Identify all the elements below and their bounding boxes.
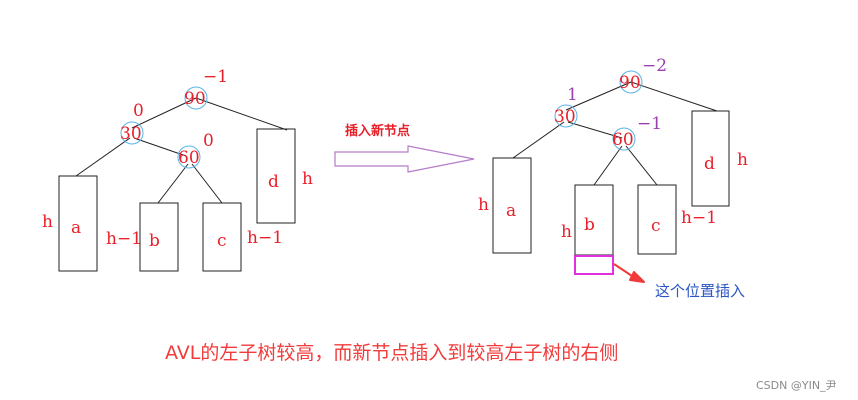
height-b-r: h xyxy=(561,222,572,242)
edge-30-60 xyxy=(133,137,187,157)
node-circle-30-r xyxy=(554,104,578,128)
node-circle-60 xyxy=(177,145,201,169)
diagram-caption: AVL的左子树较高，而新节点插入到较高左子树的右侧 xyxy=(165,342,618,364)
edge-60-c xyxy=(191,163,223,204)
height-b: h−1 xyxy=(106,229,142,249)
subtree-label-d-r: d xyxy=(704,154,715,174)
node-value-90-r: 90 xyxy=(619,73,641,93)
balance-30: 0 xyxy=(133,101,144,121)
subtree-label-a: a xyxy=(71,218,81,238)
edge-90-d xyxy=(195,97,288,131)
balance-60: 0 xyxy=(203,131,214,151)
node-value-60-r: 60 xyxy=(612,130,634,150)
subtree-c xyxy=(202,202,242,272)
balance-60-r: −1 xyxy=(637,114,662,134)
height-a-r: h xyxy=(478,195,489,215)
subtree-d xyxy=(256,128,296,224)
subtree-a-r xyxy=(492,157,532,254)
edge-30-60-r xyxy=(567,121,623,139)
node-circle-30 xyxy=(120,121,144,145)
edge-90-d-r xyxy=(630,81,718,112)
subtree-label-c-r: c xyxy=(651,216,661,236)
subtree-c-r xyxy=(637,184,677,255)
subtree-label-b-r: b xyxy=(584,215,595,235)
edge-60-b xyxy=(157,163,189,204)
edge-30-a-r xyxy=(512,121,565,159)
watermark: CSDN @YIN_尹 xyxy=(756,379,837,392)
height-c: h−1 xyxy=(247,228,283,248)
insert-pointer-arrow xyxy=(613,263,645,283)
subtree-d-r xyxy=(691,110,730,207)
edge-90-30-r xyxy=(565,81,632,111)
node-circle-90-r xyxy=(619,70,643,94)
subtree-label-a-r: a xyxy=(506,201,516,221)
arrow-label: 插入新节点 xyxy=(345,123,410,139)
node-value-90: 90 xyxy=(184,89,206,109)
subtree-label-b: b xyxy=(149,231,160,251)
edge-30-a xyxy=(75,137,131,177)
transition-arrow: 插入新节点 xyxy=(334,123,475,173)
height-a: h xyxy=(42,212,53,232)
height-c-r: h−1 xyxy=(681,208,717,228)
edge-60-c-r xyxy=(625,145,658,186)
node-circle-90 xyxy=(184,86,208,110)
arrow-shape xyxy=(334,145,475,173)
balance-90: −1 xyxy=(203,67,228,87)
edge-60-b-r xyxy=(593,145,623,186)
left-tree: 90 30 60 −1 0 0 a b c d h h−1 h−1 h xyxy=(42,67,313,272)
right-tree: 90 30 60 −2 1 −1 a b c d h h h−1 h 这个位置插… xyxy=(478,56,748,300)
subtree-label-c: c xyxy=(217,231,227,251)
node-value-30-r: 30 xyxy=(554,107,576,127)
height-d-r: h xyxy=(737,150,748,170)
height-d: h xyxy=(302,169,313,189)
edge-90-30 xyxy=(131,97,197,129)
subtree-label-d: d xyxy=(268,172,279,192)
node-value-30: 30 xyxy=(120,124,142,144)
balance-30-r: 1 xyxy=(567,85,578,105)
balance-90-r: −2 xyxy=(642,56,667,76)
node-circle-60-r xyxy=(612,127,636,151)
node-value-60: 60 xyxy=(178,148,200,168)
insert-note: 这个位置插入 xyxy=(655,282,745,300)
subtree-a xyxy=(58,175,98,272)
insert-position-box xyxy=(574,255,614,275)
subtree-b xyxy=(139,202,179,272)
